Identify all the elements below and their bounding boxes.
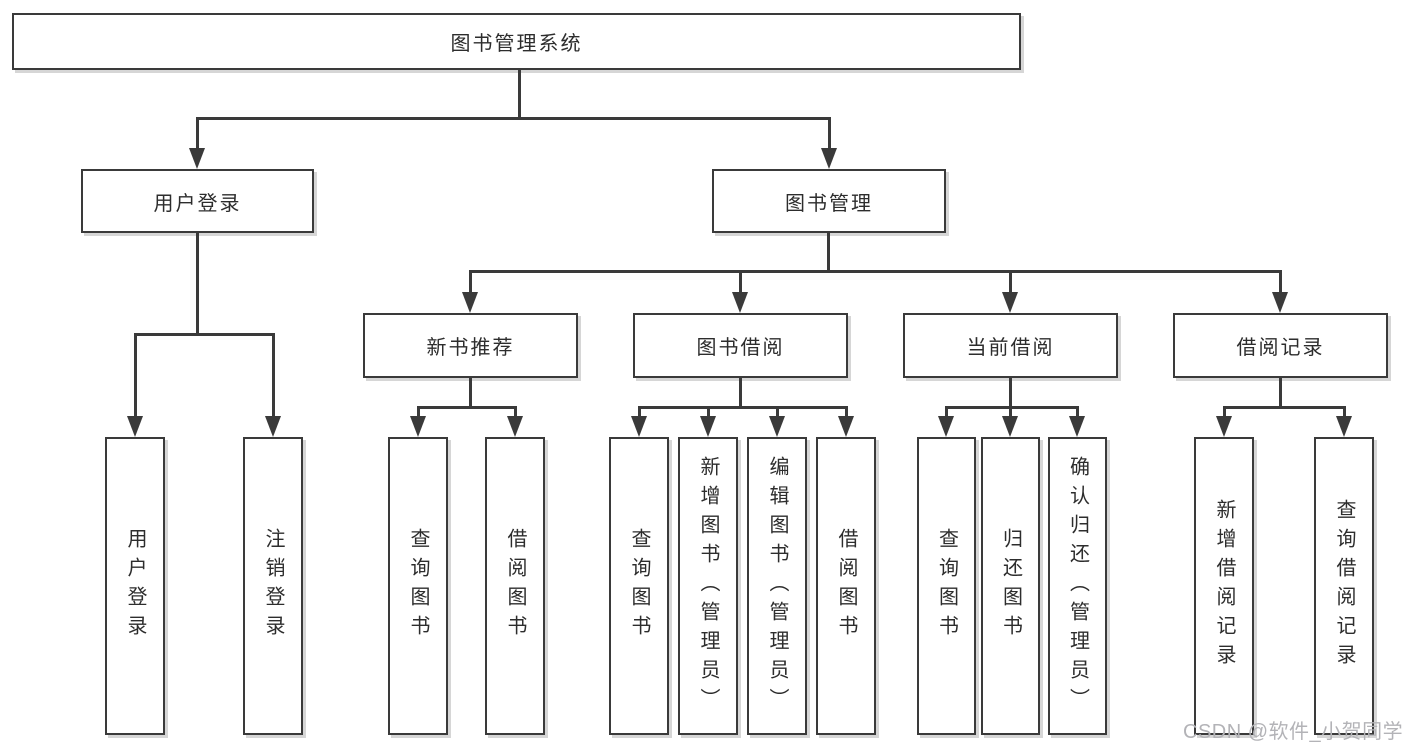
connector-drop (1343, 406, 1346, 419)
node-new-book-recommendation: 新书推荐 (363, 313, 578, 378)
csdn-watermark: CSDN @软件_小贺同学 (1183, 721, 1404, 743)
leaf-label: 查询图书 (407, 528, 429, 644)
connector-drop (1279, 270, 1282, 295)
connector-bus (945, 406, 1079, 409)
arrowhead (1002, 292, 1018, 313)
connector-drop (514, 406, 517, 419)
leaf-borrow-books: 借阅图书 (816, 437, 876, 735)
arrowhead (732, 292, 748, 313)
leaf-label: 归还图书 (999, 528, 1022, 644)
connector-root-stem (518, 68, 521, 119)
connector-drop (272, 333, 275, 419)
connector-bus (638, 406, 848, 409)
leaf-confirm-return-admin: 确认归还（管理员） (1048, 437, 1107, 735)
leaf-borrow-books-recommend: 借阅图书 (485, 437, 545, 735)
leaf-return-book: 归还图书 (981, 437, 1040, 735)
connector-stem (1279, 377, 1282, 409)
connector-drop (1076, 406, 1079, 419)
arrowhead (838, 416, 854, 437)
arrowhead (1336, 416, 1352, 437)
leaf-edit-book-admin: 编辑图书（管理员） (747, 437, 807, 735)
connector-drop (1009, 406, 1012, 419)
connector-drop (945, 406, 948, 419)
arrowhead (462, 292, 478, 313)
arrowhead (631, 416, 647, 437)
arrowhead (821, 148, 837, 169)
node-book-management: 图书管理 (712, 169, 946, 233)
arrowhead (189, 148, 205, 169)
connector-root-bus (196, 117, 830, 120)
leaf-query-books-current: 查询图书 (917, 437, 976, 735)
connector-drop (638, 406, 641, 419)
leaf-label: 借阅图书 (504, 528, 526, 644)
arrowhead (1272, 292, 1288, 313)
node-book-borrowing: 图书借阅 (633, 313, 848, 378)
connector-bus (417, 406, 517, 409)
leaf-label: 注销登录 (262, 528, 284, 644)
connector-drop (417, 406, 420, 419)
leaf-label: 新增借阅记录 (1213, 499, 1235, 673)
connector-drop (776, 406, 779, 419)
connector-stem (196, 232, 199, 336)
connector-drop (469, 270, 472, 295)
leaf-label: 编辑图书（管理员） (766, 455, 788, 717)
connector-bus (469, 270, 1282, 273)
node-library-system: 图书管理系统 (12, 13, 1021, 70)
node-borrowing-records: 借阅记录 (1173, 313, 1388, 378)
connector-drop (1009, 270, 1012, 295)
connector-drop (845, 406, 848, 419)
leaf-label: 查询图书 (935, 528, 958, 644)
connector-drop (739, 270, 742, 295)
connector-drop (196, 117, 199, 151)
connector-bus (134, 333, 274, 336)
arrowhead (1069, 416, 1085, 437)
leaf-add-borrow-record: 新增借阅记录 (1194, 437, 1254, 735)
leaf-label: 用户登录 (124, 528, 146, 644)
leaf-label: 新增图书（管理员） (697, 455, 719, 717)
node-user-login: 用户登录 (81, 169, 314, 233)
leaf-query-borrow-record: 查询借阅记录 (1314, 437, 1374, 735)
connector-drop (707, 406, 710, 419)
connector-stem (827, 232, 830, 273)
arrowhead (769, 416, 785, 437)
arrowhead (1002, 416, 1018, 437)
leaf-logout: 注销登录 (243, 437, 303, 735)
leaf-query-books-borrowing: 查询图书 (609, 437, 669, 735)
leaf-query-books-recommend: 查询图书 (388, 437, 448, 735)
connector-drop (1223, 406, 1226, 419)
leaf-label: 查询图书 (628, 528, 650, 644)
node-current-borrowing: 当前借阅 (903, 313, 1118, 378)
arrowhead (507, 416, 523, 437)
leaf-label: 借阅图书 (835, 528, 857, 644)
arrowhead (700, 416, 716, 437)
connector-drop (828, 117, 831, 151)
leaf-label: 查询借阅记录 (1333, 499, 1355, 673)
arrowhead (938, 416, 954, 437)
connector-drop (134, 333, 137, 419)
connector-stem (469, 377, 472, 409)
leaf-add-book-admin: 新增图书（管理员） (678, 437, 738, 735)
connector-stem (1009, 377, 1012, 409)
arrowhead (410, 416, 426, 437)
connector-bus (1223, 406, 1346, 409)
connector-stem (739, 377, 742, 409)
leaf-label: 确认归还（管理员） (1066, 455, 1089, 717)
arrowhead (127, 416, 143, 437)
arrowhead (265, 416, 281, 437)
arrowhead (1216, 416, 1232, 437)
leaf-user-login: 用户登录 (105, 437, 165, 735)
